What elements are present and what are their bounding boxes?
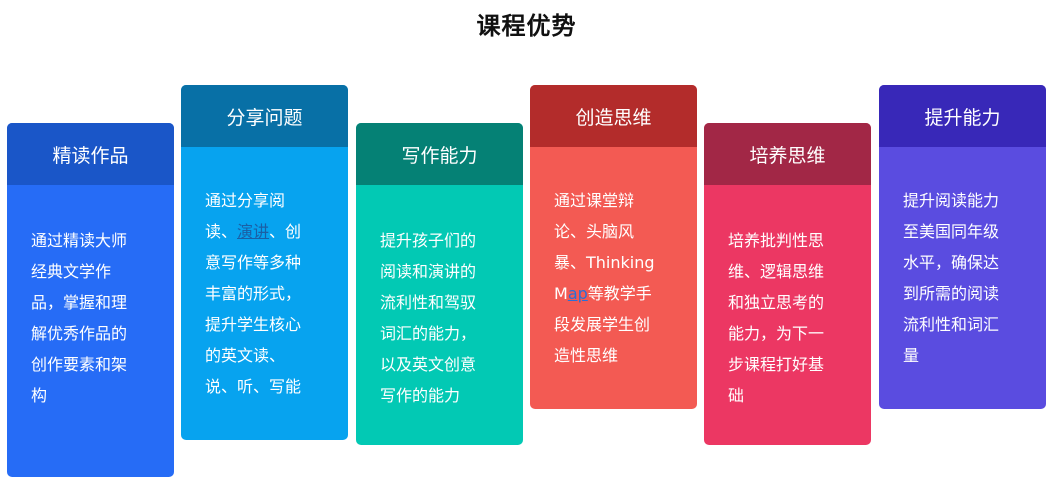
card-text-line: 构 <box>31 386 48 405</box>
card-text-line: 量 <box>903 346 920 365</box>
card-text-line: 维、逻辑思维 <box>728 262 825 281</box>
card-header: 精读作品 <box>7 123 174 185</box>
card-title: 提升能力 <box>924 106 1001 129</box>
card-text-line: 意写作等多种 <box>205 253 302 272</box>
card-text-line: 和独立思考的 <box>728 293 825 312</box>
card-ability-improvement: 提升能力 提升阅读能力 至美国同年级 水平，确保达 到所需的阅读 流利性和词汇 … <box>879 85 1046 409</box>
map-link[interactable]: ap <box>567 284 588 303</box>
card-title: 精读作品 <box>52 144 129 167</box>
card-body: 提升阅读能力 至美国同年级 水平，确保达 到所需的阅读 流利性和词汇 量 <box>879 147 1046 371</box>
card-text-line: 品，掌握和理 <box>31 293 128 312</box>
card-header: 创造思维 <box>530 85 697 147</box>
card-text-line: 能力，为下一 <box>728 324 825 343</box>
card-text-line: Map等教学手 <box>554 278 673 309</box>
card-text-line: 阅读和演讲的 <box>380 262 477 281</box>
card-text-line: 至美国同年级 <box>903 222 1000 241</box>
card-text-line: 通过课堂辩 <box>554 191 635 210</box>
card-text-line: 经典文学作 <box>31 262 112 281</box>
card-creative-thinking: 创造思维 通过课堂辩 论、头脑风 暴、Thinking Map等教学手 段发展学… <box>530 85 697 409</box>
card-text-line: 到所需的阅读 <box>903 284 1000 303</box>
card-body: 通过课堂辩 论、头脑风 暴、Thinking Map等教学手 段发展学生创 造性… <box>530 147 697 371</box>
card-title: 创造思维 <box>575 106 652 129</box>
card-text-line: 词汇的能力， <box>380 324 477 343</box>
card-text-line: 提升阅读能力 <box>903 191 1000 210</box>
card-text-line: 水平，确保达 <box>903 253 1000 272</box>
card-header: 提升能力 <box>879 85 1046 147</box>
card-header: 培养思维 <box>704 123 871 185</box>
card-text-line: 段发展学生创 <box>554 315 651 334</box>
card-thinking-cultivation: 培养思维 培养批判性思 维、逻辑思维 和独立思考的 能力，为下一 步课程打好基 … <box>704 123 871 445</box>
card-text-line: 的英文读、 <box>205 346 286 365</box>
card-text-line: 解优秀作品的 <box>31 324 128 343</box>
card-writing: 写作能力 提升孩子们的 阅读和演讲的 流利性和驾驭 词汇的能力， 以及英文创意 … <box>356 123 523 445</box>
card-title: 分享问题 <box>226 106 303 129</box>
card-body: 通过分享阅 读、演讲、创 意写作等多种 丰富的形式， 提升学生核心 的英文读、 … <box>181 147 348 402</box>
card-body: 通过精读大师 经典文学作 品，掌握和理 解优秀作品的 创作要素和架 构 <box>7 185 174 411</box>
card-title: 写作能力 <box>401 144 478 167</box>
card-text-line: 创作要素和架 <box>31 355 128 374</box>
card-text-line: 通过分享阅 <box>205 191 286 210</box>
text-fragment: 等教学手 <box>587 284 652 303</box>
card-text-line: 流利性和驾驭 <box>380 293 477 312</box>
card-text-line: 暴、Thinking <box>554 253 655 272</box>
card-text-line: 提升学生核心 <box>205 315 302 334</box>
card-text-line: 步课程打好基 <box>728 355 825 374</box>
card-text-line: 论、头脑风 <box>554 222 635 241</box>
card-text-line: 通过精读大师 <box>31 231 128 250</box>
text-fragment: 读、 <box>205 222 238 241</box>
text-fragment: M <box>554 284 568 303</box>
card-text-line: 说、听、写能 <box>205 377 302 396</box>
card-text-line: 提升孩子们的 <box>380 231 477 250</box>
page-title: 课程优势 <box>476 12 577 40</box>
text-fragment: 、创 <box>269 222 302 241</box>
card-text-line: 丰富的形式， <box>205 284 302 303</box>
speech-link[interactable]: 演讲 <box>237 222 270 241</box>
card-body: 培养批判性思 维、逻辑思维 和独立思考的 能力，为下一 步课程打好基 础 <box>704 185 871 411</box>
card-text-line: 写作的能力 <box>380 386 461 405</box>
card-text-line: 流利性和词汇 <box>903 315 1000 334</box>
card-text-line: 造性思维 <box>554 346 619 365</box>
card-header: 写作能力 <box>356 123 523 185</box>
card-intensive-reading: 精读作品 通过精读大师 经典文学作 品，掌握和理 解优秀作品的 创作要素和架 构 <box>7 123 174 477</box>
card-header: 分享问题 <box>181 85 348 147</box>
card-body: 提升孩子们的 阅读和演讲的 流利性和驾驭 词汇的能力， 以及英文创意 写作的能力 <box>356 185 523 411</box>
card-text-line: 础 <box>728 386 745 405</box>
card-text-line: 以及英文创意 <box>380 355 477 374</box>
card-text-line: 培养批判性思 <box>728 231 825 250</box>
card-text-line: 读、演讲、创 <box>205 216 324 247</box>
card-sharing: 分享问题 通过分享阅 读、演讲、创 意写作等多种 丰富的形式， 提升学生核心 的… <box>181 85 348 440</box>
card-title: 培养思维 <box>749 144 826 167</box>
